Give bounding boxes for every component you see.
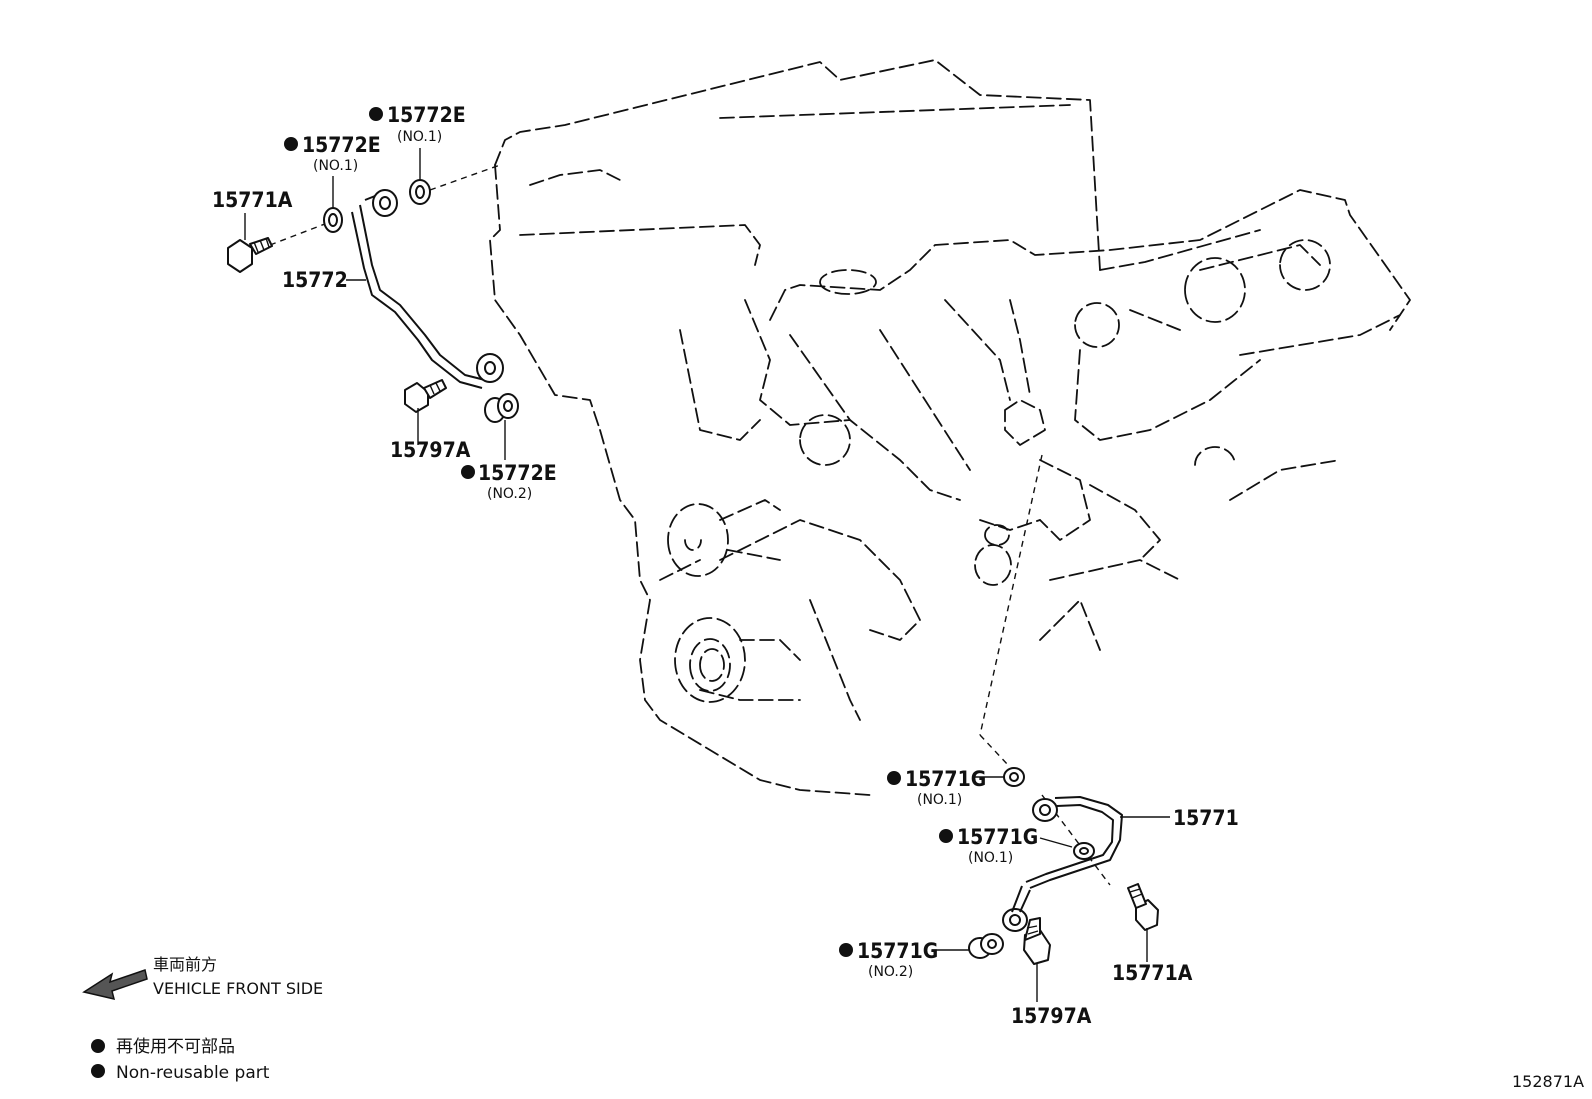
- engine-outline: [489, 59, 1411, 796]
- label-15771G-c: 15771G (NO.2): [839, 939, 938, 980]
- svg-text:15771A: 15771A: [1112, 961, 1193, 985]
- gasket-15771G-a[interactable]: [1003, 767, 1025, 787]
- gasket-15772E-b[interactable]: [409, 179, 431, 205]
- gasket-15771G-b[interactable]: [1073, 842, 1095, 860]
- svg-text:15771A: 15771A: [212, 188, 293, 212]
- svg-text:(NO.1): (NO.1): [313, 158, 358, 174]
- label-15771G-a: 15771G (NO.1): [887, 767, 986, 808]
- bolt-15797A-bottom[interactable]: [1023, 917, 1051, 965]
- svg-text:(NO.1): (NO.1): [397, 129, 442, 145]
- legend: 再使用不可部品 Non-reusable part: [91, 1036, 270, 1083]
- bolt-15797A-top[interactable]: [404, 379, 447, 413]
- label-15771: 15771: [1173, 806, 1239, 830]
- direction-label-en: VEHICLE FRONT SIDE: [153, 979, 323, 998]
- svg-text:15772E: 15772E: [478, 461, 557, 485]
- figure-id: 152871A: [1512, 1072, 1584, 1091]
- label-15771A-bottom: 15771A: [1112, 961, 1193, 985]
- label-15797A-top: 15797A: [390, 438, 471, 462]
- label-15797A-bottom: 15797A: [1011, 1004, 1092, 1028]
- label-15771G-b: 15771G (NO.1): [939, 825, 1038, 866]
- svg-text:(NO.1): (NO.1): [968, 850, 1013, 866]
- label-15772E-b: 15772E (NO.1): [369, 103, 466, 145]
- vehicle-front-indicator: 車両前方 VEHICLE FRONT SIDE: [82, 955, 323, 1001]
- bolt-15771A-bottom[interactable]: [1127, 883, 1159, 931]
- svg-text:15772E: 15772E: [302, 133, 381, 157]
- gasket-15771G-c[interactable]: [968, 933, 1004, 959]
- leader-lines: [244, 148, 1170, 1002]
- gasket-15772E-c[interactable]: [484, 393, 519, 423]
- label-15771A-top: 15771A: [212, 188, 293, 212]
- svg-text:(NO.2): (NO.2): [868, 964, 913, 980]
- svg-text:15771G: 15771G: [857, 939, 938, 963]
- part-labels: 15771A 15772E (NO.1) 15772E (NO.1) 15772…: [212, 103, 1239, 1028]
- svg-text:15797A: 15797A: [390, 438, 471, 462]
- svg-text:15771G: 15771G: [957, 825, 1038, 849]
- direction-label-jp: 車両前方: [153, 955, 217, 974]
- pipe-15772[interactable]: [351, 189, 504, 389]
- assembly-lines: [269, 164, 1111, 886]
- label-15772E-c: 15772E (NO.2): [461, 461, 557, 502]
- label-15772: 15772: [282, 268, 348, 292]
- gasket-15772E-a[interactable]: [323, 207, 343, 233]
- legend-label-en: Non-reusable part: [116, 1063, 270, 1083]
- bolt-15771A-top[interactable]: [227, 237, 273, 273]
- legend-dot-icon: [91, 1039, 105, 1053]
- svg-text:15771G: 15771G: [905, 767, 986, 791]
- label-15772E-a: 15772E (NO.1): [284, 133, 381, 174]
- svg-text:(NO.2): (NO.2): [487, 486, 532, 502]
- svg-text:(NO.1): (NO.1): [917, 792, 962, 808]
- svg-text:15772E: 15772E: [387, 103, 466, 127]
- svg-text:15797A: 15797A: [1011, 1004, 1092, 1028]
- svg-text:15771: 15771: [1173, 806, 1239, 830]
- legend-dot-icon: [91, 1064, 105, 1078]
- pipe-15771[interactable]: [1002, 796, 1123, 932]
- front-arrow-icon: [82, 969, 148, 1001]
- legend-label-jp: 再使用不可部品: [116, 1036, 235, 1057]
- svg-text:15772: 15772: [282, 268, 348, 292]
